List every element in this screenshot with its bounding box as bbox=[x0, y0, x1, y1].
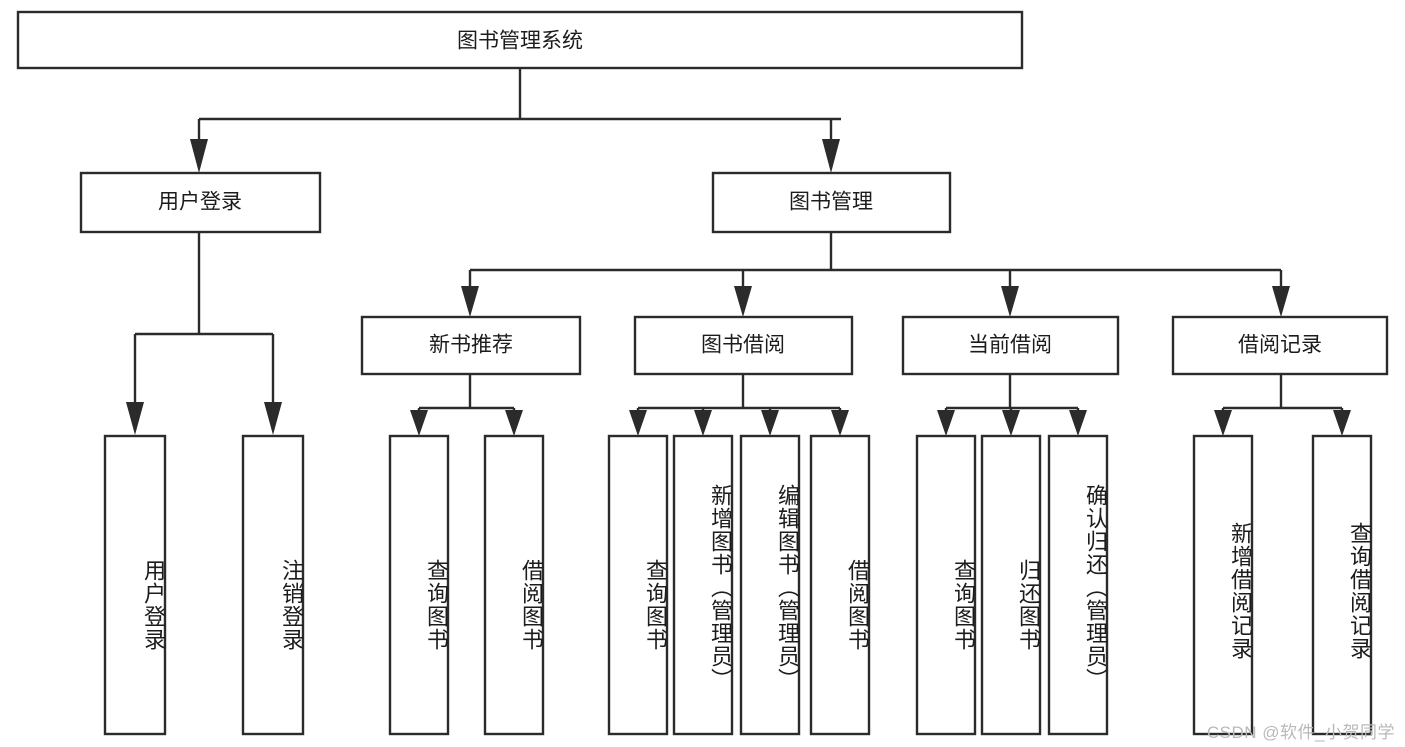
node-root[interactable] bbox=[16, 10, 1024, 70]
node-leaf-add-record[interactable] bbox=[1192, 434, 1254, 736]
arrow-head-leaf-confirm-return bbox=[1069, 410, 1087, 436]
arrow-head-leaf-logout bbox=[264, 402, 282, 435]
arrow-head-leaf-borrow-book-1 bbox=[505, 410, 523, 436]
node-leaf-query-record[interactable] bbox=[1311, 434, 1373, 736]
node-leaf-query-book-2[interactable] bbox=[607, 434, 669, 736]
node-leaf-edit-book[interactable] bbox=[739, 434, 801, 736]
node-root-label: 图书管理系统 bbox=[457, 30, 583, 53]
node-book-manage[interactable] bbox=[711, 171, 952, 234]
arrow-head-leaf-user-login bbox=[126, 402, 144, 435]
connector-layer bbox=[126, 68, 1351, 436]
node-leaf-borrow-book-2[interactable] bbox=[809, 434, 871, 736]
node-leaf-user-login[interactable] bbox=[103, 434, 167, 736]
arrow-head-borrow-record bbox=[1272, 286, 1290, 317]
csdn-watermark: CSDN @软件_小贺同学 bbox=[1206, 723, 1395, 742]
arrow-head-book-manage bbox=[822, 139, 840, 173]
node-book-manage-label: 图书管理 bbox=[789, 191, 873, 214]
node-new-book-recommend-label: 新书推荐 bbox=[429, 334, 513, 357]
node-leaf-logout[interactable] bbox=[241, 434, 305, 736]
node-leaf-query-book-3[interactable] bbox=[915, 434, 977, 736]
arrow-head-book-borrow bbox=[734, 286, 752, 317]
node-user-login-label: 用户登录 bbox=[158, 191, 242, 214]
node-layer: 图书管理系统 用户登录 图书管理 新书推荐 图书借阅 当前借阅 借阅记录 bbox=[16, 10, 1389, 736]
node-user-login[interactable] bbox=[79, 171, 322, 234]
arrow-head-leaf-query-record bbox=[1333, 410, 1351, 436]
arrow-head-leaf-add-book bbox=[694, 410, 712, 436]
arrow-head-leaf-return-book bbox=[1002, 410, 1020, 436]
arrow-head-leaf-edit-book bbox=[761, 410, 779, 436]
node-borrow-record-label: 借阅记录 bbox=[1238, 334, 1322, 357]
node-book-borrow[interactable] bbox=[633, 315, 854, 376]
node-leaf-add-book[interactable] bbox=[672, 434, 734, 736]
node-leaf-confirm-return[interactable] bbox=[1047, 434, 1109, 736]
arrow-head-leaf-query-book-3 bbox=[937, 410, 955, 436]
arrow-head-leaf-borrow-book-2 bbox=[831, 410, 849, 436]
arrow-head-leaf-query-book-2 bbox=[629, 410, 647, 436]
node-leaf-query-book-1[interactable] bbox=[388, 434, 450, 736]
arrow-head-leaf-query-book-1 bbox=[410, 410, 428, 436]
arrow-head-user-login bbox=[190, 139, 208, 173]
node-new-book-recommend[interactable] bbox=[360, 315, 582, 376]
arrow-head-new-book-recommend bbox=[461, 286, 479, 317]
node-leaf-return-book[interactable] bbox=[980, 434, 1042, 736]
node-borrow-record[interactable] bbox=[1171, 315, 1389, 376]
node-current-borrow[interactable] bbox=[901, 315, 1120, 376]
arrow-head-leaf-add-record bbox=[1214, 410, 1232, 436]
node-book-borrow-label: 图书借阅 bbox=[701, 334, 785, 357]
node-leaf-borrow-book-1[interactable] bbox=[483, 434, 545, 736]
arrow-head-current-borrow bbox=[1001, 286, 1019, 317]
node-current-borrow-label: 当前借阅 bbox=[968, 334, 1052, 357]
